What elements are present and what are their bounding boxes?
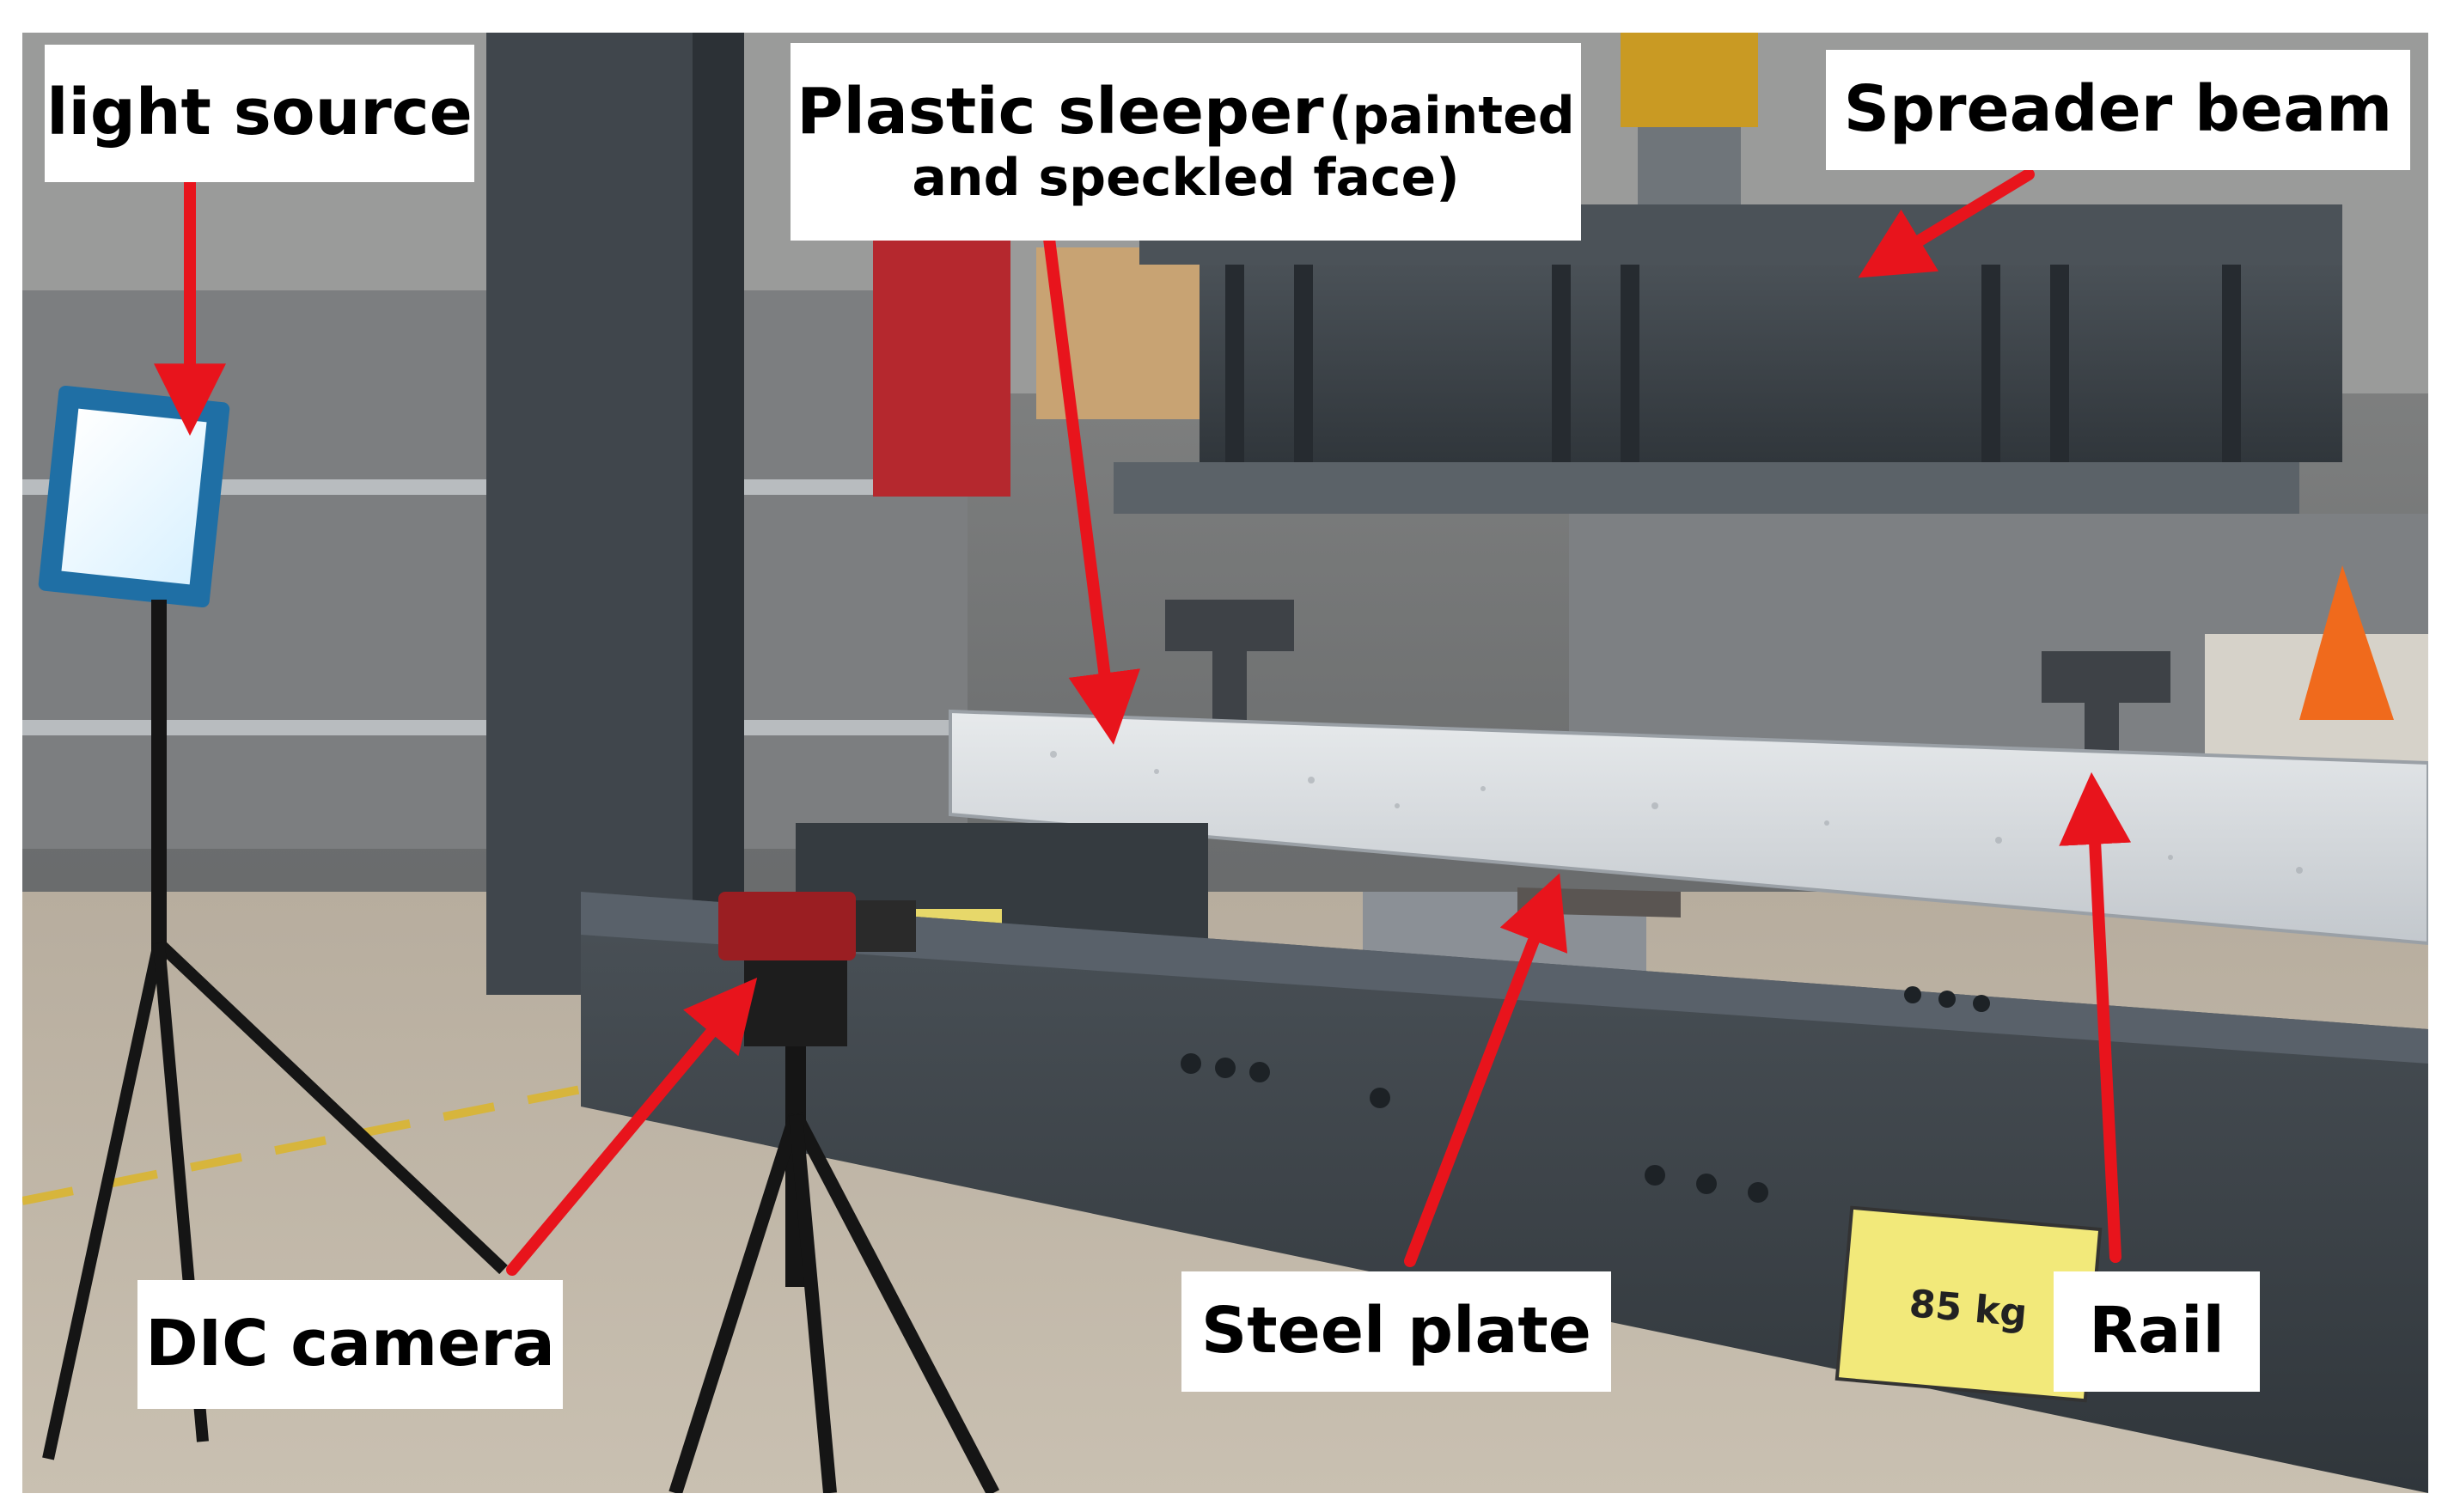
lamp-panel [61,408,207,585]
arrow-spreader-beam [1858,168,2035,278]
arrow-dic-camera [506,977,758,1276]
sleeper-speckle [1050,751,2303,874]
label-spreader-beam: Spreader beam [1826,50,2410,170]
label-rail-text: Rail [2089,1294,2225,1369]
label-steel-plate-text: Steel plate [1200,1294,1591,1369]
arrow-plastic-sleeper [1043,233,1141,745]
label-plastic-sleeper-detail-1: (painted [1328,85,1575,146]
traffic-cone [2299,565,2394,720]
label-light-source-text: light source [46,76,473,150]
camera-mount [744,960,847,1046]
spreader-beam-bottom-flange [1114,462,2299,514]
label-dic-camera-text: DIC camera [145,1307,555,1381]
label-plastic-sleeper-detail-2: and speckled face) [912,148,1460,209]
label-steel-plate: Steel plate [1181,1271,1611,1392]
label-dic-camera: DIC camera [137,1280,563,1409]
label-light-source: light source [45,45,474,182]
camera-body [718,892,856,960]
spreader-beam-web [1200,265,2342,462]
label-plastic-sleeper-main: Plastic sleeper [797,74,1324,149]
camera-tripod [668,1112,1000,1493]
plastic-sleeper [949,709,2428,946]
arrow-steel-plate [1404,873,1568,1267]
label-plastic-sleeper: Plastic sleeper (painted and speckled fa… [791,43,1581,241]
label-spreader-beam-text: Spreader beam [1843,72,2393,147]
floor-marking [22,1042,797,1205]
base-beam-holes [1181,986,1990,1203]
lamp-pole [151,600,167,960]
arrow-rail [2059,771,2132,1263]
base-beam-top-flange [581,892,2428,1064]
main-weight-text: 85 kg [1908,1282,2029,1336]
red-arrows [154,168,2132,1276]
label-rail: Rail [2054,1271,2260,1392]
red-cabinet [873,239,1010,497]
actuator [1621,33,1758,127]
spreader-beam-stiffeners [1225,265,2241,462]
camera-lens [856,900,916,952]
column-flange [693,33,744,995]
